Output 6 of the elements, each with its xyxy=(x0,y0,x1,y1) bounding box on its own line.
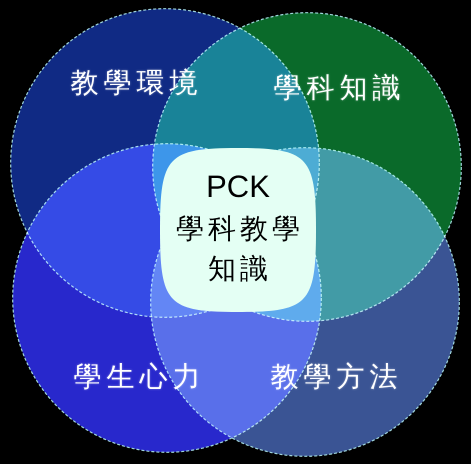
circle-label: 學科知識 xyxy=(272,71,406,105)
circle-label: 教學方法 xyxy=(270,360,402,394)
label-text: 學科教學知識 xyxy=(175,211,305,287)
heading-text: PCK xyxy=(206,170,270,204)
circle-label: 學生心力 xyxy=(72,360,206,394)
circle-label: 教學環境 xyxy=(70,66,202,100)
